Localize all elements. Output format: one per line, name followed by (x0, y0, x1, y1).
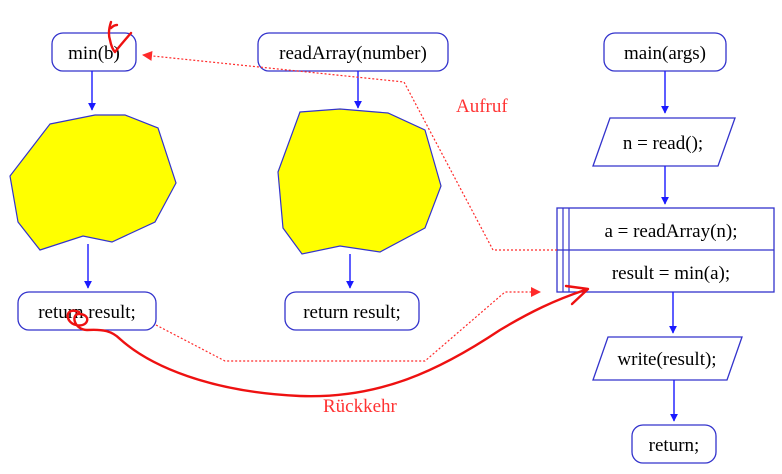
return-label: Rückkehr (323, 396, 398, 417)
main-header-label: main(args) (624, 43, 706, 64)
read-array-body-block (277, 108, 442, 255)
min-return-label: return result; (38, 302, 136, 323)
main-call-min-label: result = min(a); (612, 263, 730, 284)
call-label: Aufruf (456, 96, 508, 117)
read-array-function: readArray(number) return result; (257, 32, 449, 331)
handwritten-annotations (66, 20, 590, 398)
min-body-block (9, 114, 177, 251)
main-function: main(args) n = read(); a = readArray(n);… (556, 32, 775, 464)
main-write-output-box (592, 336, 743, 381)
main-call-read-array-label: a = readArray(n); (604, 221, 737, 242)
read-array-return-label: return result; (303, 302, 401, 323)
main-return-box (631, 424, 717, 464)
main-read-label: n = read(); (623, 133, 703, 154)
read-array-return-box (284, 291, 420, 331)
min-header-box (51, 32, 137, 72)
return-line (155, 287, 541, 362)
read-array-header-label: readArray(number) (279, 43, 427, 64)
return-jump-annotation (66, 288, 587, 398)
read-array-header-box (257, 32, 449, 72)
return-jump-arrowhead (564, 284, 590, 306)
min-function: min(b) return result; (9, 32, 177, 331)
main-read-input-box (592, 117, 736, 167)
main-write-label: write(result); (617, 349, 716, 370)
min-header-label: min(b) (68, 43, 120, 64)
entry-mark-annotation (107, 20, 133, 54)
call-line (142, 50, 557, 251)
main-return-label: return; (649, 435, 700, 456)
